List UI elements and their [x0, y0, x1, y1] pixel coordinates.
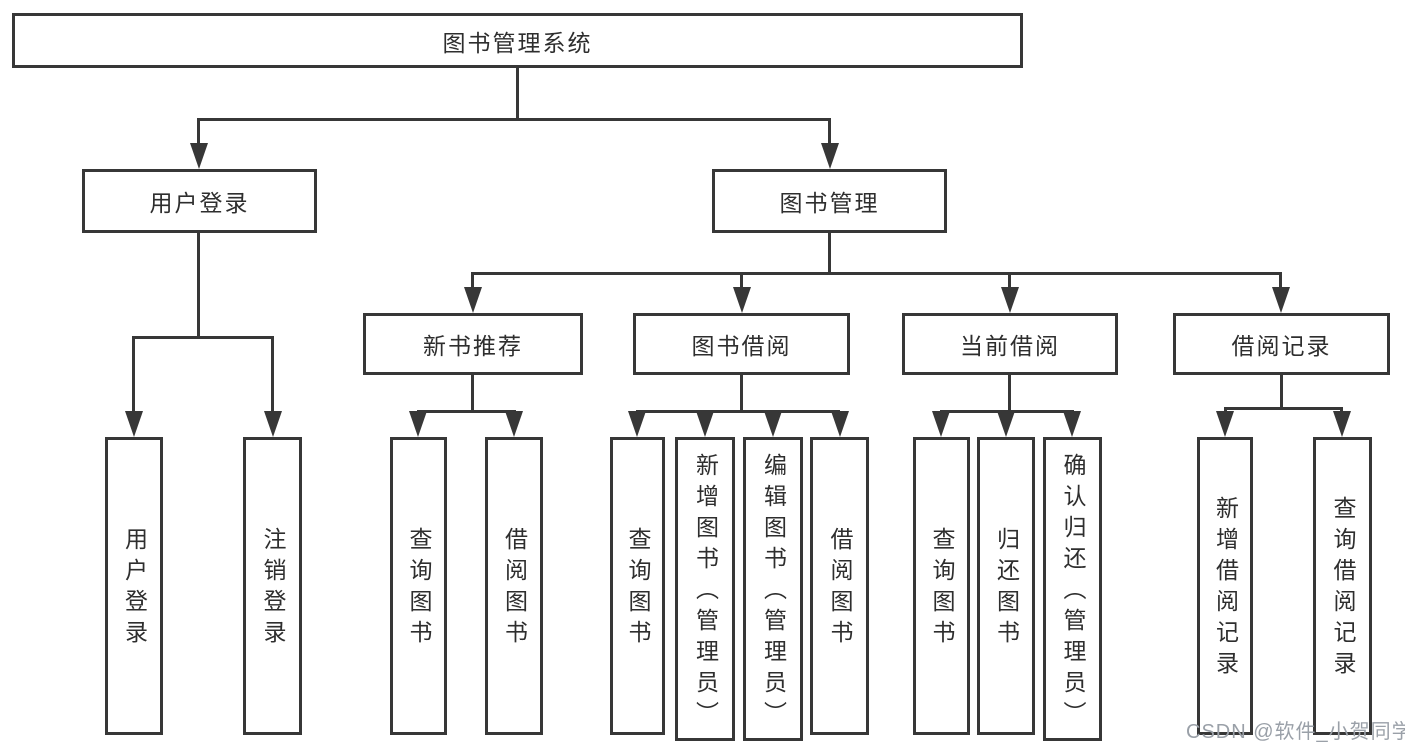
leaf-recommend-borrow-books: 借阅图书: [485, 437, 543, 735]
connector-line: [740, 272, 743, 288]
leaf-edit-books-admin: 编辑图书（管理员）: [743, 437, 803, 741]
leaf-current-query-books: 查询图书: [913, 437, 970, 735]
leaf-return-books: 归还图书: [977, 437, 1035, 735]
leaf-borrow-books: 借阅图书: [810, 437, 869, 735]
arrowhead-icon: [831, 411, 849, 437]
arrowhead-icon: [997, 411, 1015, 437]
arrowhead-icon: [932, 411, 950, 437]
connector-line: [636, 410, 840, 413]
connector-line: [132, 336, 135, 412]
node-new-book-recommend: 新书推荐: [363, 313, 583, 375]
arrowhead-icon: [125, 411, 143, 437]
leaf-borrowing-query-books: 查询图书: [610, 437, 665, 735]
connector-line: [197, 233, 200, 336]
watermark-text: CSDN @软件_小贺同学: [1186, 721, 1405, 743]
connector-line: [516, 68, 519, 118]
node-book-management: 图书管理: [712, 169, 947, 233]
connector-line: [1008, 272, 1011, 288]
leaf-add-borrow-record: 新增借阅记录: [1197, 437, 1253, 735]
arrowhead-icon: [821, 143, 839, 169]
connector-line: [828, 118, 831, 145]
connector-line: [740, 375, 743, 410]
arrowhead-icon: [1001, 287, 1019, 313]
node-borrow-records: 借阅记录: [1173, 313, 1390, 375]
connector-line: [197, 118, 200, 145]
leaf-query-borrow-record: 查询借阅记录: [1313, 437, 1372, 735]
connector-line: [271, 336, 274, 412]
arrowhead-icon: [409, 411, 427, 437]
connector-line: [1224, 407, 1343, 410]
connector-line: [197, 118, 831, 121]
leaf-recommend-query-books: 查询图书: [390, 437, 447, 735]
arrowhead-icon: [264, 411, 282, 437]
arrowhead-icon: [1063, 411, 1081, 437]
connector-line: [471, 272, 1282, 275]
leaf-confirm-return-admin: 确认归还（管理员）: [1043, 437, 1102, 741]
node-library-management-system: 图书管理系统: [12, 13, 1023, 68]
connector-line: [828, 233, 831, 272]
arrowhead-icon: [764, 411, 782, 437]
node-user-login: 用户登录: [82, 169, 317, 233]
connector-line: [1279, 272, 1282, 288]
connector-line: [1280, 375, 1283, 407]
node-current-borrowing: 当前借阅: [902, 313, 1118, 375]
arrowhead-icon: [628, 411, 646, 437]
arrowhead-icon: [1216, 411, 1234, 437]
arrowhead-icon: [505, 411, 523, 437]
arrowhead-icon: [1272, 287, 1290, 313]
arrowhead-icon: [1333, 411, 1351, 437]
arrowhead-icon: [733, 287, 751, 313]
connector-line: [471, 272, 474, 288]
leaf-user-login: 用户登录: [105, 437, 163, 735]
arrowhead-icon: [190, 143, 208, 169]
node-book-borrowing: 图书借阅: [633, 313, 850, 375]
arrowhead-icon: [696, 411, 714, 437]
arrowhead-icon: [464, 287, 482, 313]
connector-line: [417, 410, 516, 413]
connector-line: [1008, 375, 1011, 410]
leaf-logout: 注销登录: [243, 437, 302, 735]
connector-line: [132, 336, 274, 339]
connector-line: [471, 375, 474, 410]
leaf-add-books-admin: 新增图书（管理员）: [675, 437, 735, 741]
